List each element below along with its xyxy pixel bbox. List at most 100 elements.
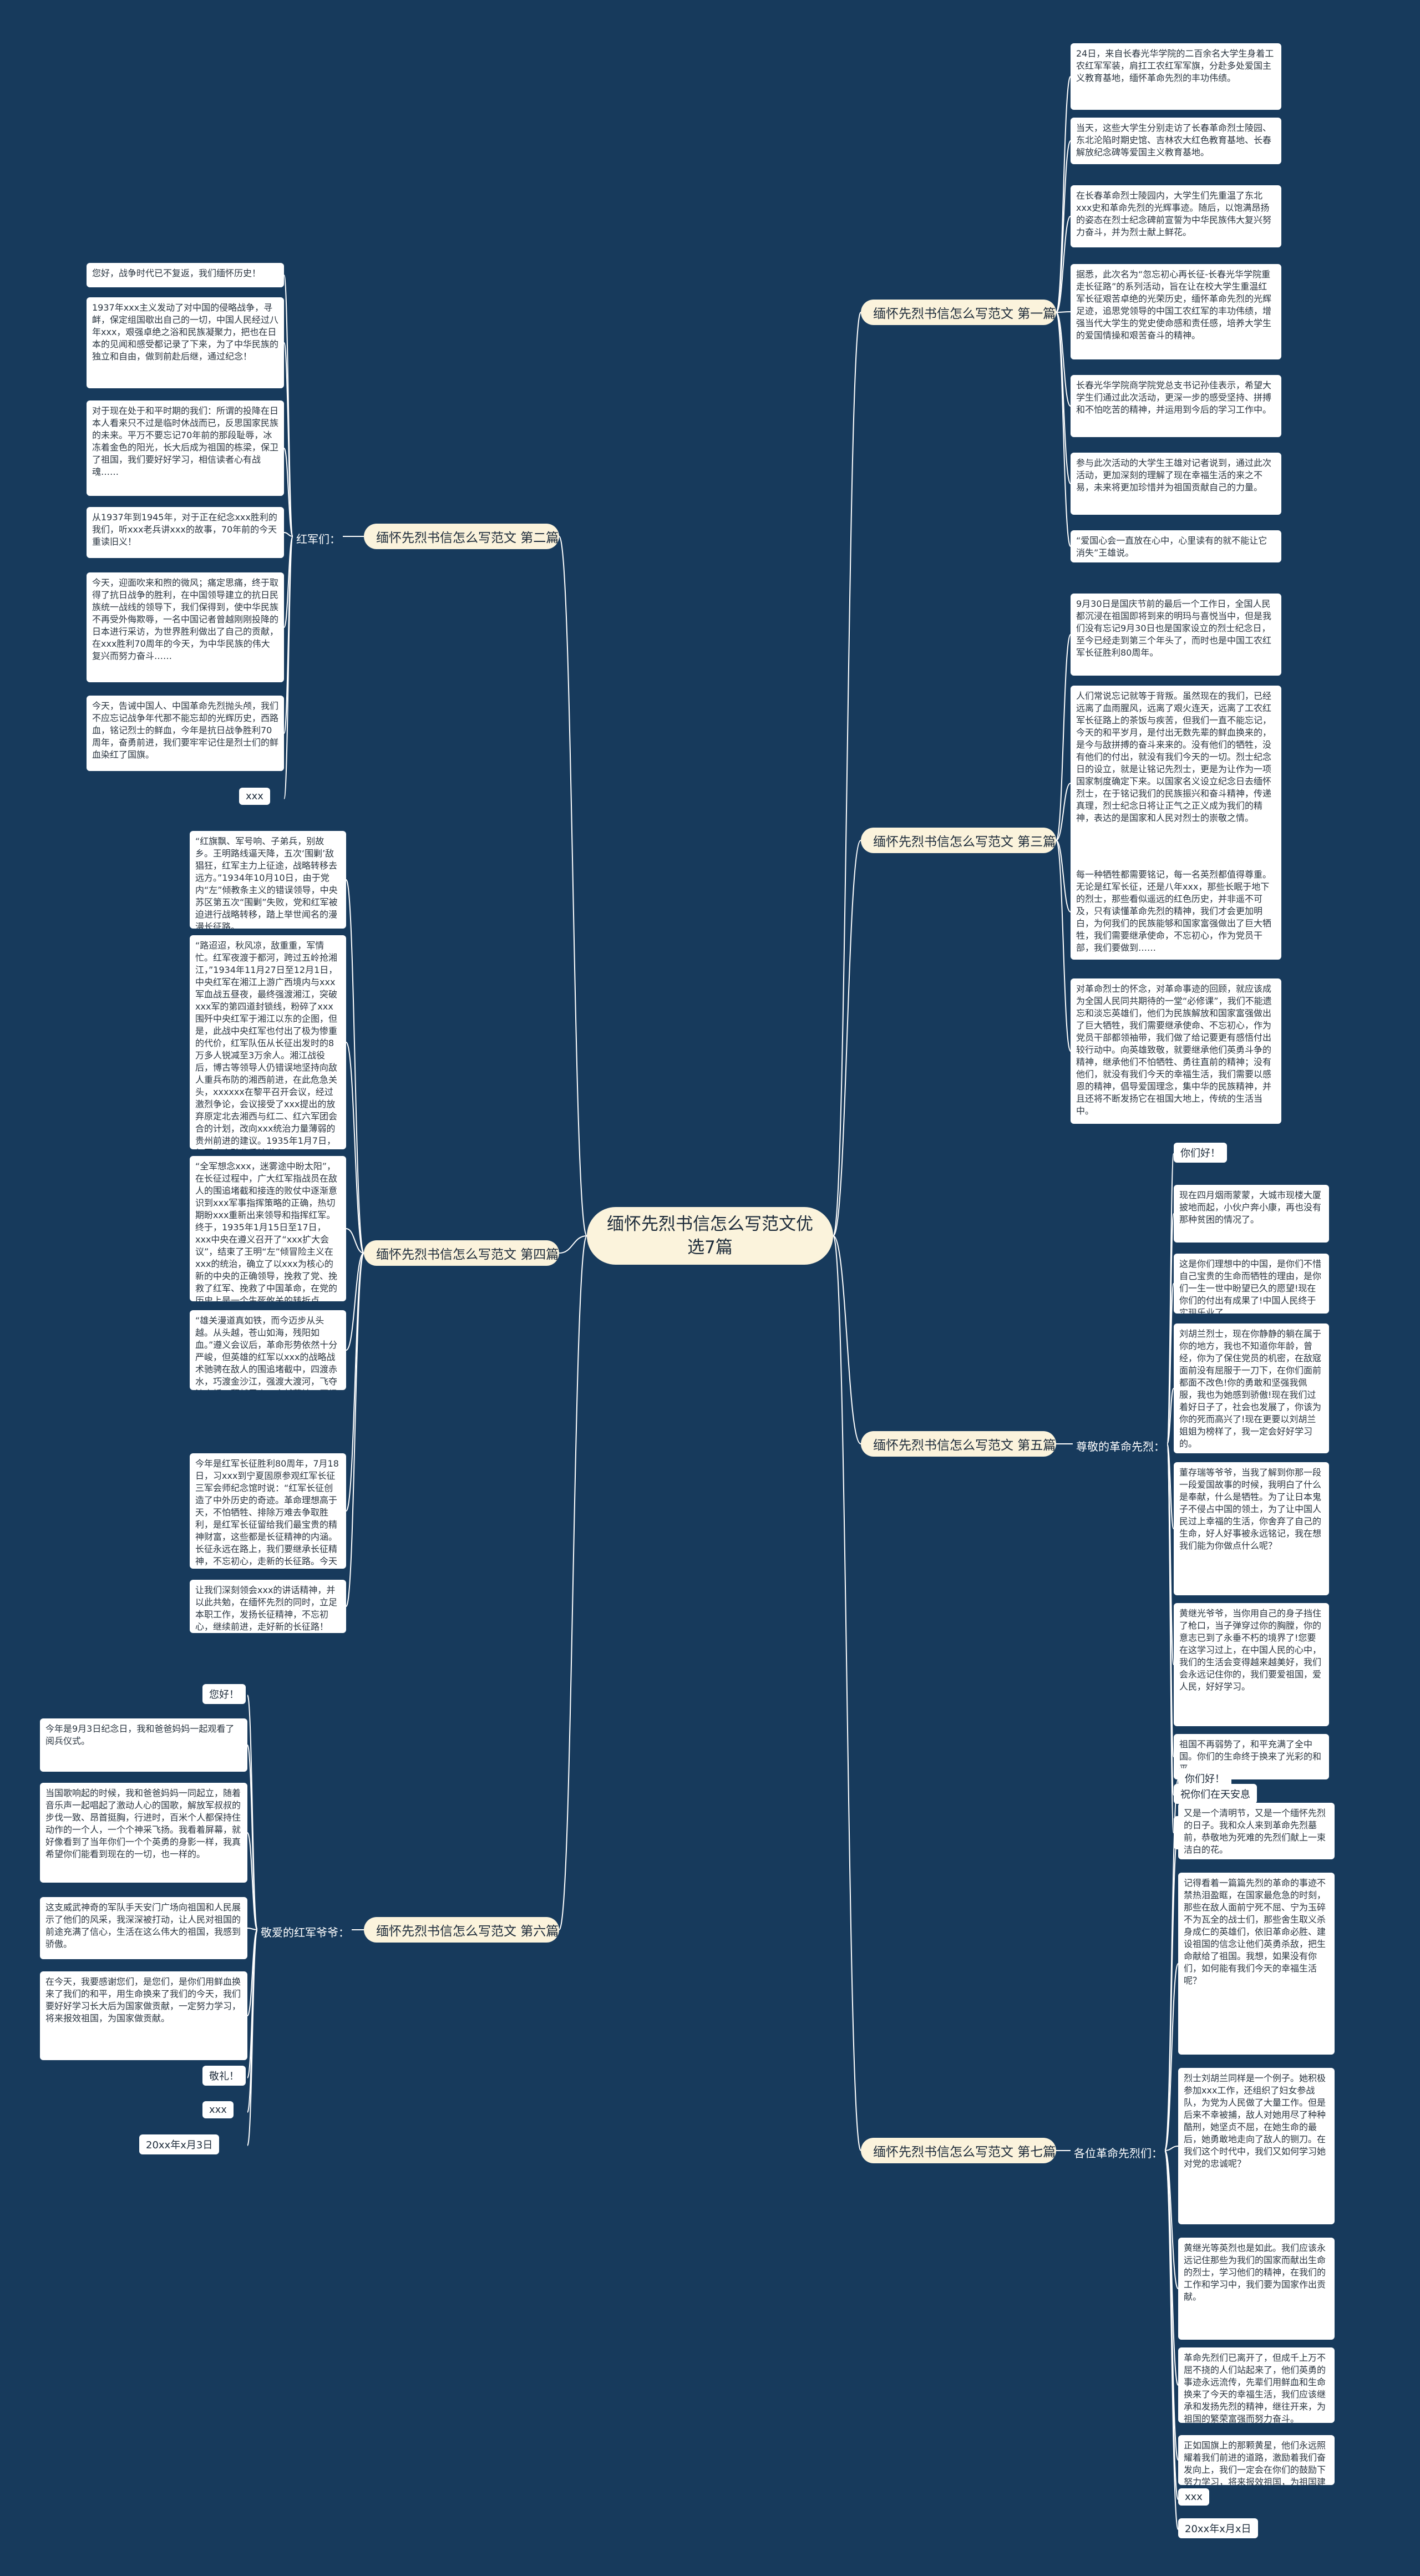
leaf-note[interactable]: “路迢迢，秋风凉，敌重重，军情忙。红军夜渡于都河，跨过五岭抢湘江，”1934年1…: [190, 935, 346, 1149]
leaf-note[interactable]: 从1937年到1945年，对于正在纪念xxx胜利的我们，听xxx老兵讲xxx的故…: [87, 507, 284, 558]
branch-leaf-link: [1167, 1213, 1174, 1444]
root-branch-link: [559, 536, 587, 1236]
branch-leaf-link: [1056, 783, 1071, 841]
leaf-note[interactable]: 对于现在处于和平时期的我们：所谓的投降在日本人看来只不过是临时休战而已，反思国家…: [87, 400, 284, 496]
branch-topic[interactable]: 缅怀先烈书信怎么写范文 第六篇: [364, 1917, 559, 1943]
leaf-note[interactable]: 在长春革命烈士陵园内，大学生们先重温了东北xxx史和革命先烈的光辉事迹。随后，以…: [1071, 185, 1281, 247]
leaf-note[interactable]: “爱国心会一直放在心中，心里读有的就不能让它消失”王雄说。: [1071, 530, 1281, 562]
leaf-tag[interactable]: 敬礼！: [202, 2066, 246, 2086]
leaf-tag[interactable]: 你们好！: [1174, 1143, 1227, 1163]
branch-leaf-link: [1164, 2150, 1179, 2461]
branch-leaf-link: [1056, 840, 1071, 1052]
root-topic[interactable]: 缅怀先烈书信怎么写范文优选7篇: [587, 1207, 833, 1265]
leaf-tag[interactable]: xxx: [1178, 2488, 1209, 2506]
branch-leaf-link: [247, 1832, 258, 1930]
branch-leaf-link: [247, 1929, 258, 2016]
leaf-note[interactable]: 参与此次活动的大学生王雄对记者说到，通过此次活动，更加深刻的理解了现在幸福生活的…: [1071, 453, 1281, 515]
leaf-note[interactable]: 1937年xxx主义发动了对中国的侵略战争，寻衅，保定组国歇出自己的一切，中国人…: [87, 297, 284, 388]
branch-leaf-link: [1167, 1283, 1174, 1444]
leaf-note[interactable]: 这支威武神奇的军队手天安门广场向祖国和人民展示了他们的风采，我深深被打动，让人民…: [40, 1897, 247, 1959]
branch-leaf-link: [1056, 840, 1071, 912]
leaf-note[interactable]: 人们常说忘记就等于背叛。虽然现在的我们，已经远离了血雨腥风，远离了艰火连天，远离…: [1071, 686, 1281, 881]
branch-leaf-link: [247, 1695, 258, 1930]
branch-leaf-link: [1164, 2146, 1179, 2151]
branch-salutation[interactable]: 各位革命先烈们：: [1074, 2147, 1163, 2160]
leaf-note[interactable]: 长春光华学院商学院党总支书记孙佳表示，希望大学生们通过此次活动，更深一步的感受坚…: [1071, 375, 1281, 437]
leaf-note[interactable]: 9月30日是国庆节前的最后一个工作日，全国人民都沉浸在祖国即将到来的明玛与喜悦当…: [1071, 594, 1281, 676]
branch-leaf-link: [247, 1928, 258, 1930]
branch-leaf-link: [1164, 2150, 1179, 2289]
branch-leaf-link: [1167, 1443, 1174, 1796]
leaf-note[interactable]: 在今天，我要感谢您们，是您们，是你们用鲜血换来了我们的和平，用生命换来了我们的今…: [40, 1971, 247, 2060]
leaf-note[interactable]: 对革命烈士的怀念，对革命事迹的回顾，就应该成为全国人民同共期待的一堂“必修课”，…: [1071, 978, 1281, 1124]
leaf-note[interactable]: 现在四月烟雨蒙蒙，大城市现楼大厦披地而起，小伙户奔小康，再也没有那种贫困的情况了…: [1174, 1185, 1329, 1243]
branch-leaf-link: [1167, 1443, 1174, 1833]
root-branch-link: [833, 1235, 861, 2151]
branch-leaf-link: [1056, 312, 1071, 547]
branch-leaf-link: [1167, 1443, 1174, 1665]
branch-leaf-link: [1164, 1830, 1179, 2151]
leaf-note[interactable]: 今年是红军长征胜利80周年，7月18日，习xxx到宁夏固原参观红军长征三军会师纪…: [190, 1453, 346, 1569]
leaf-note[interactable]: 革命先烈们已离开了，但成千上万不屈不挠的人们站起来了，他们英勇的事迹永远流传，先…: [1178, 2347, 1335, 2423]
leaf-tag[interactable]: xxx: [239, 788, 270, 805]
leaf-note[interactable]: 今年是9月3日纪念日，我和爸爸妈妈一起观看了阅兵仪式。: [40, 1718, 247, 1772]
branch-leaf-link: [1056, 76, 1071, 313]
leaf-note[interactable]: 烈士刘胡兰同样是一个例子。她积极参加xxx工作，还组织了妇女参战队，为党为人民做…: [1178, 2068, 1335, 2224]
root-branch-link: [559, 1235, 587, 1254]
branch-leaf-link: [1056, 634, 1071, 841]
branch-leaf-link: [1056, 312, 1071, 407]
branch-leaf-link: [247, 1929, 258, 2113]
branch-salutation[interactable]: 敬爱的红军爷爷：: [261, 1926, 349, 1939]
leaf-tag[interactable]: 20xx年x月x日: [1178, 2518, 1258, 2538]
branch-leaf-link: [1056, 312, 1071, 484]
branch-topic[interactable]: 缅怀先烈书信怎么写范文 第七篇: [861, 2138, 1056, 2163]
leaf-note[interactable]: “红旗飘、军号响、子弟兵，别故乡。王明路线逼天降，五次‘围剿’敌猖狂，红军主力上…: [190, 831, 346, 929]
leaf-note[interactable]: 当天，这些大学生分别走访了长春革命烈士陵园、东北沦陷时期史馆、吉林农大红色教育基…: [1071, 118, 1281, 164]
leaf-tag[interactable]: 20xx年x月3日: [139, 2134, 220, 2154]
branch-leaf-link: [283, 536, 293, 734]
branch-leaf-link: [283, 342, 293, 537]
leaf-note[interactable]: “雄关漫道真如铁，而今迈步从头越。从头越，苍山如海，残阳如血。”遵义会议后，革命…: [190, 1310, 346, 1390]
leaf-note[interactable]: “全军想念xxx，迷雾途中盼太阳”，在长征过程中，广大红军指战员在敌人的围追堵截…: [190, 1156, 346, 1301]
root-branch-link: [833, 1235, 861, 1444]
leaf-note[interactable]: 正如国旗上的那颗黄星，他们永远照耀着我们前进的道路，激励着我们奋发向上，我们一定…: [1178, 2435, 1335, 2485]
leaf-tag[interactable]: 您好！: [202, 1684, 246, 1704]
branch-topic[interactable]: 缅怀先烈书信怎么写范文 第一篇: [861, 300, 1056, 325]
branch-leaf-link: [346, 1252, 364, 1512]
branch-topic[interactable]: 缅怀先烈书信怎么写范文 第二篇: [364, 524, 559, 549]
branch-leaf-link: [247, 1745, 258, 1930]
branch-leaf-link: [283, 532, 293, 537]
leaf-tag[interactable]: xxx: [202, 2101, 234, 2118]
branch-leaf-link: [283, 536, 293, 799]
leaf-note[interactable]: 24日，来自长春光华学院的二百余名大学生身着工农红军军装，肩扛工农红军军旗，分赴…: [1071, 43, 1281, 110]
leaf-note[interactable]: 黄继光爷爷，当你用自己的身子挡住了枪口，当子弹穿过你的胸膛，你的意志已到了永垂不…: [1174, 1603, 1329, 1726]
leaf-tag[interactable]: 你们好！: [1178, 1768, 1231, 1788]
leaf-note[interactable]: 这是你们理想中的中国，是你们不惜自己宝贵的生命而牺牲的理由，是你们一生一世中盼望…: [1174, 1254, 1329, 1314]
branch-salutation[interactable]: 红军们：: [296, 533, 341, 546]
branch-salutation[interactable]: 尊敬的革命先烈：: [1076, 1440, 1165, 1453]
branch-topic[interactable]: 缅怀先烈书信怎么写范文 第三篇: [861, 828, 1056, 853]
leaf-note[interactable]: 董存瑞等爷爷，当我了解到你那一段一段爱国故事的时候，我明白了什么是奉献，什么是牺…: [1174, 1462, 1329, 1595]
leaf-note[interactable]: 当国歌响起的时候，我和爸爸妈妈一同起立，随着音乐声一起唱起了激动人心的国歌，解放…: [40, 1783, 247, 1883]
leaf-note[interactable]: 据悉，此次名为“忽忘初心再长征-长春光华学院重走长征路”的系列活动，旨在让在校大…: [1071, 264, 1281, 359]
branch-leaf-link: [1164, 2150, 1179, 2386]
leaf-note[interactable]: 记得看着一篇篇先烈的革命的事迹不禁热泪盈眶，在国家最危急的时刻，那些在敌人面前宁…: [1178, 1873, 1335, 2055]
branch-topic[interactable]: 缅怀先烈书信怎么写范文 第五篇: [861, 1431, 1056, 1457]
branch-leaf-link: [1167, 1153, 1174, 1444]
branch-topic[interactable]: 缅怀先烈书信怎么写范文 第四篇: [364, 1240, 559, 1266]
leaf-note[interactable]: 让我们深刻领会xxx的讲话精神，并以此共勉，在缅怀先烈的同时，立足本职工作，发扬…: [190, 1580, 346, 1633]
leaf-note[interactable]: 您好，战争时代已不复返，我们缅怀历史！: [87, 263, 284, 287]
branch-leaf-link: [1056, 140, 1071, 313]
leaf-note[interactable]: 今天，迎面吹来和煦的微风；痛定思痛，终于取得了抗日战争的胜利，在中国领导建立的抗…: [87, 572, 284, 682]
leaf-note[interactable]: 刘胡兰烈士，现在你静静的躺在属于你的地方，我也不知道你年龄，曾经，你为了保住党员…: [1174, 1324, 1329, 1453]
branch-leaf-link: [1164, 2150, 1179, 2500]
leaf-note[interactable]: 黄继光等英烈也是如此。我们应该永远记住那些为我们的国家而献出生命的烈士，学习他们…: [1178, 2238, 1335, 2340]
leaf-note[interactable]: 每一种牺牲都需要铭记，每一名英烈都值得尊重。无论是红军长征，还是八年xxx，那些…: [1071, 864, 1281, 960]
branch-leaf-link: [283, 275, 293, 537]
leaf-note[interactable]: 今天，告诫中国人、中国革命先烈抛头颅，我们不应忘记战争年代那不能忘却的光辉历史，…: [87, 696, 284, 771]
leaf-note[interactable]: 又是一个清明节，又是一个缅怀先烈的日子。我和众人来到革命先烈墓前，恭敬地为死难的…: [1178, 1803, 1335, 1859]
root-branch-link: [833, 312, 861, 1236]
branch-leaf-link: [247, 1929, 258, 2146]
branch-leaf-link: [346, 1252, 364, 1607]
root-branch-link: [559, 1235, 587, 1930]
